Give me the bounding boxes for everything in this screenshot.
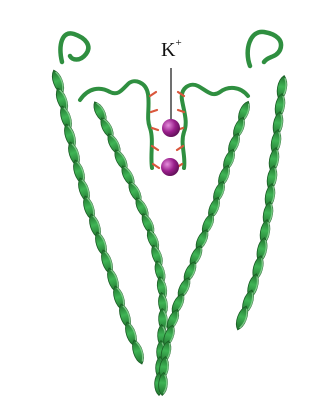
potassium-ion-lower <box>161 158 179 176</box>
right-top-loop <box>248 32 281 66</box>
ion-charge: + <box>175 37 181 49</box>
left-top-loop <box>61 33 89 62</box>
ion-symbol: K <box>161 39 175 61</box>
potassium-ion-label: K+ <box>161 40 182 60</box>
potassium-ion-upper <box>162 119 180 137</box>
right-inner-helix <box>158 100 252 396</box>
right-subunit <box>158 32 289 396</box>
left-subunit <box>49 33 168 395</box>
